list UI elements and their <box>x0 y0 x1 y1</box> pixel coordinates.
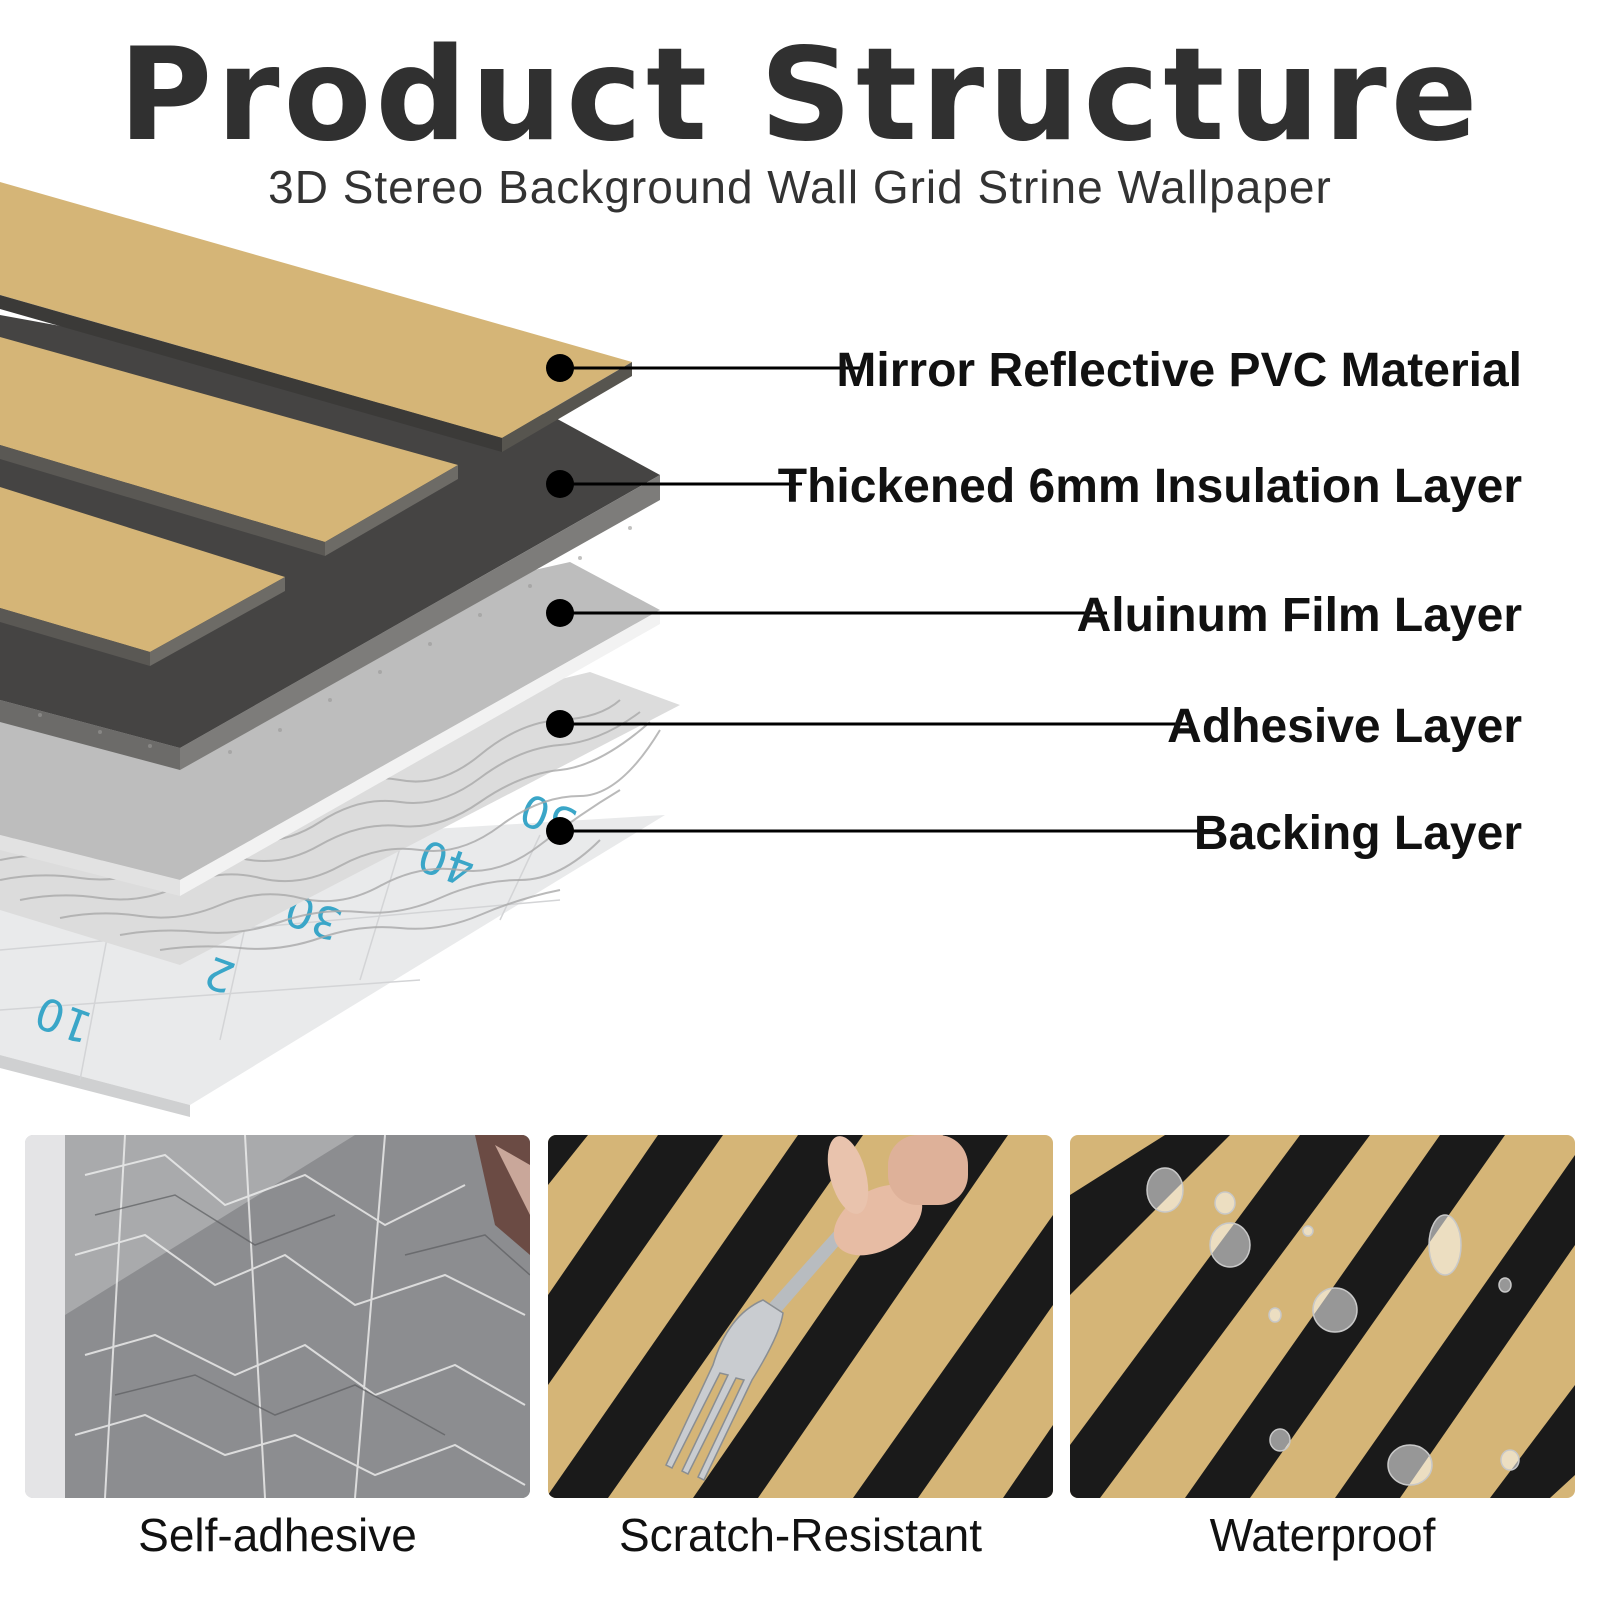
self-adhesive-photo <box>25 1135 530 1498</box>
callout-adhesive: Adhesive Layer <box>1167 700 1522 753</box>
caption-waterproof: Waterproof <box>1209 1509 1436 1561</box>
backing-marker-dot <box>546 817 574 845</box>
callout-aluminum: Aluinum Film Layer <box>1076 589 1522 642</box>
aluminum-layer <box>0 562 660 896</box>
waterproof-photo <box>1070 1135 1575 1498</box>
layer-stack-diagram: 10 2 30 40 50 <box>0 182 1212 1117</box>
pvc-layer <box>0 182 632 666</box>
pvc-marker-dot <box>546 354 574 382</box>
hand-icon <box>827 1135 968 1256</box>
page-subtitle: 3D Stereo Background Wall Grid Strine Wa… <box>268 161 1332 213</box>
caption-self-adhesive: Self-adhesive <box>138 1509 417 1561</box>
callout-pvc: Mirror Reflective PVC Material <box>836 344 1522 397</box>
adhesive-marker-dot <box>546 710 574 738</box>
caption-scratch-resistant: Scratch-Resistant <box>618 1509 982 1561</box>
callout-insulation: Thickened 6mm Insulation Layer <box>777 460 1522 513</box>
aluminum-marker-dot <box>546 599 574 627</box>
callout-backing: Backing Layer <box>1193 807 1522 860</box>
fork-icon <box>665 1227 848 1482</box>
leader-lines <box>560 366 1212 833</box>
insulation-marker-dot <box>546 470 574 498</box>
scratch-resistant-photo <box>548 1135 1053 1498</box>
water-droplets-icon <box>1146 1167 1520 1486</box>
page-title: Product Structure <box>118 21 1482 170</box>
